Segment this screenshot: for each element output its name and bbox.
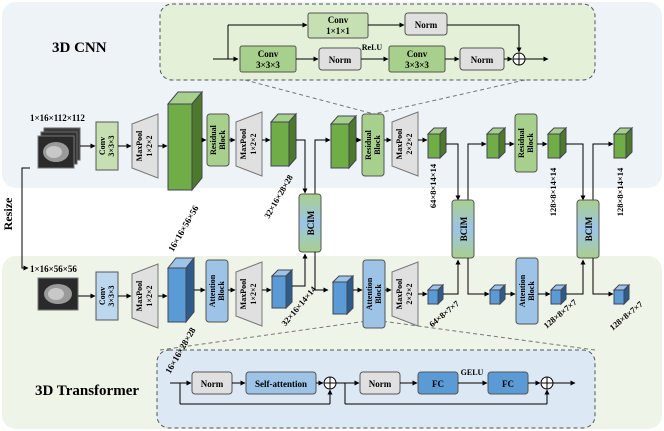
bcim-2-label: BCIM [459, 216, 469, 241]
cnn-input-dim: 1×16×112×112 [30, 113, 85, 123]
add-icon [512, 52, 526, 66]
tr-conv-label: Conv [98, 287, 107, 305]
bcim-3 [576, 199, 600, 259]
detail-guide-lines [159, 79, 596, 351]
tr-maxpool2-trap [235, 261, 263, 327]
relu-label: ReLU [362, 43, 383, 52]
conv1x1-kernel: 1×1×1 [326, 26, 350, 36]
tr-feature-cube-7 [612, 283, 631, 306]
tr-attention2-box [362, 259, 386, 329]
cnn-residual3-box [514, 113, 538, 173]
tr-feature-cube-3 [331, 274, 355, 316]
tr-attention3-box [515, 257, 539, 325]
cnn-input-image-icon [37, 127, 81, 169]
gelu-label: GELU [461, 368, 484, 377]
cnn-dim5: 128×8×14×14 [615, 167, 625, 216]
cnn-residual2-label: Residual [364, 129, 373, 160]
conv3-a-kernel: 3×3×3 [256, 60, 280, 70]
fc-2-label: FC [502, 379, 514, 389]
tr-maxpool2-label: MaxPool [239, 278, 248, 309]
add-icon [540, 376, 554, 390]
resize-label: Resize [1, 197, 15, 230]
cnn-residual1-sub: Block [218, 130, 227, 150]
cnn-maxpool3-label: MaxPool [395, 128, 404, 159]
tr-attention2-sub: Block [374, 284, 383, 304]
cnn-conv-kernel: 3×3×3 [107, 135, 116, 156]
cnn-maxpool1-kernel: 1×2×2 [145, 135, 154, 156]
cnn-feature-cube-7 [612, 126, 634, 160]
tr-feature-cube-4 [426, 283, 445, 306]
cnn-residual3-sub: Block [526, 133, 535, 153]
cnn-maxpool3-kernel: 2×2×2 [405, 133, 414, 154]
add-icon [323, 376, 337, 390]
norm-a-label: Norm [329, 55, 352, 65]
cnn-feature-cube-2 [269, 112, 298, 168]
cnn-maxpool2-kernel: 1×2×2 [249, 133, 258, 154]
tr-attention3-sub: Block [527, 281, 536, 301]
tr-attention1-label: Attention [208, 274, 217, 307]
cnn-dim1: 16×16×56×56 [166, 203, 201, 253]
cnn-dim3: 64×8×14×14 [428, 163, 438, 208]
cnn-maxpool2-label: MaxPool [239, 128, 248, 159]
norm-top-label: Norm [415, 20, 438, 30]
conv3-b-kernel: 3×3×3 [405, 60, 429, 70]
cnn-maxpool1-trap [131, 113, 159, 179]
norm-1-label: Norm [201, 379, 224, 389]
cnn-feature-cube-3 [329, 114, 358, 170]
tr-maxpool3-label: MaxPool [395, 278, 404, 309]
cnn-maxpool3-trap [391, 111, 419, 177]
tr-input-dim: 1×16×56×56 [30, 264, 77, 274]
cnn-section-title: 3D CNN [52, 40, 107, 56]
conv3-b-label: Conv [407, 49, 428, 59]
transformer-detail-content: Norm Self-attention Norm FC GELU FC [170, 368, 576, 405]
tr-feature-cube-1 [166, 256, 196, 324]
norm-top-box [404, 12, 448, 36]
tr-feature-cube-6 [549, 283, 568, 306]
tr-feature-cube-2 [270, 268, 294, 310]
conv3-a-label: Conv [258, 49, 279, 59]
fc-1-label: FC [432, 379, 444, 389]
tr-maxpool1-trap [131, 263, 159, 329]
cnn-maxpool1-label: MaxPool [135, 130, 144, 161]
tr-attention1-box [205, 259, 229, 323]
cnn-detail-panel [159, 3, 596, 81]
tr-maxpool3-kernel: 2×2×2 [405, 283, 414, 304]
cnn-detail-content: Conv 1×1×1 Norm Conv 3×3×3 Norm ReLU Con… [213, 12, 549, 73]
tr-maxpool2-kernel: 1×2×2 [249, 283, 258, 304]
tr-maxpool1-label: MaxPool [135, 280, 144, 311]
conv1x1-label: Conv [328, 15, 349, 25]
tr-conv-kernel: 3×3×3 [107, 285, 116, 306]
norm-2-label: Norm [369, 379, 392, 389]
bcim-2 [451, 199, 475, 259]
tr-maxpool1-kernel: 1×2×2 [145, 285, 154, 306]
tr-feature-cube-5 [488, 283, 507, 306]
cnn-feature-cube-6 [546, 126, 568, 160]
cnn-feature-cube-5 [485, 126, 507, 160]
cnn-dim4: 128×8×14×14 [548, 167, 558, 216]
norm-b-label: Norm [471, 55, 494, 65]
cnn-residual2-sub: Block [373, 135, 382, 155]
tr-attention2-label: Attention [365, 277, 374, 310]
tr-attention1-sub: Block [217, 281, 226, 301]
bcim-1 [298, 193, 322, 253]
cnn-conv-label: Conv [98, 137, 107, 155]
cnn-residual1-label: Residual [209, 124, 218, 155]
cnn-residual2-box [361, 113, 385, 177]
bcim-3-label: BCIM [584, 216, 594, 241]
self-attention-label: Self-attention [255, 379, 307, 389]
resize-arrow [21, 167, 30, 271]
tr-input-image-icon [37, 277, 79, 311]
bcim-modules: BCIM BCIM BCIM [298, 193, 600, 259]
tr-maxpool3-trap [391, 261, 419, 327]
cnn-feature-cube-1 [166, 90, 204, 192]
cnn-maxpool2-trap [235, 111, 263, 177]
cnn-residual3-label: Residual [517, 127, 526, 158]
cnn-feature-cube-4 [426, 126, 448, 160]
tr-attention3-label: Attention [518, 274, 527, 307]
transformer-section-title: 3D Transformer [35, 383, 139, 399]
bcim-1-label: BCIM [306, 210, 316, 235]
